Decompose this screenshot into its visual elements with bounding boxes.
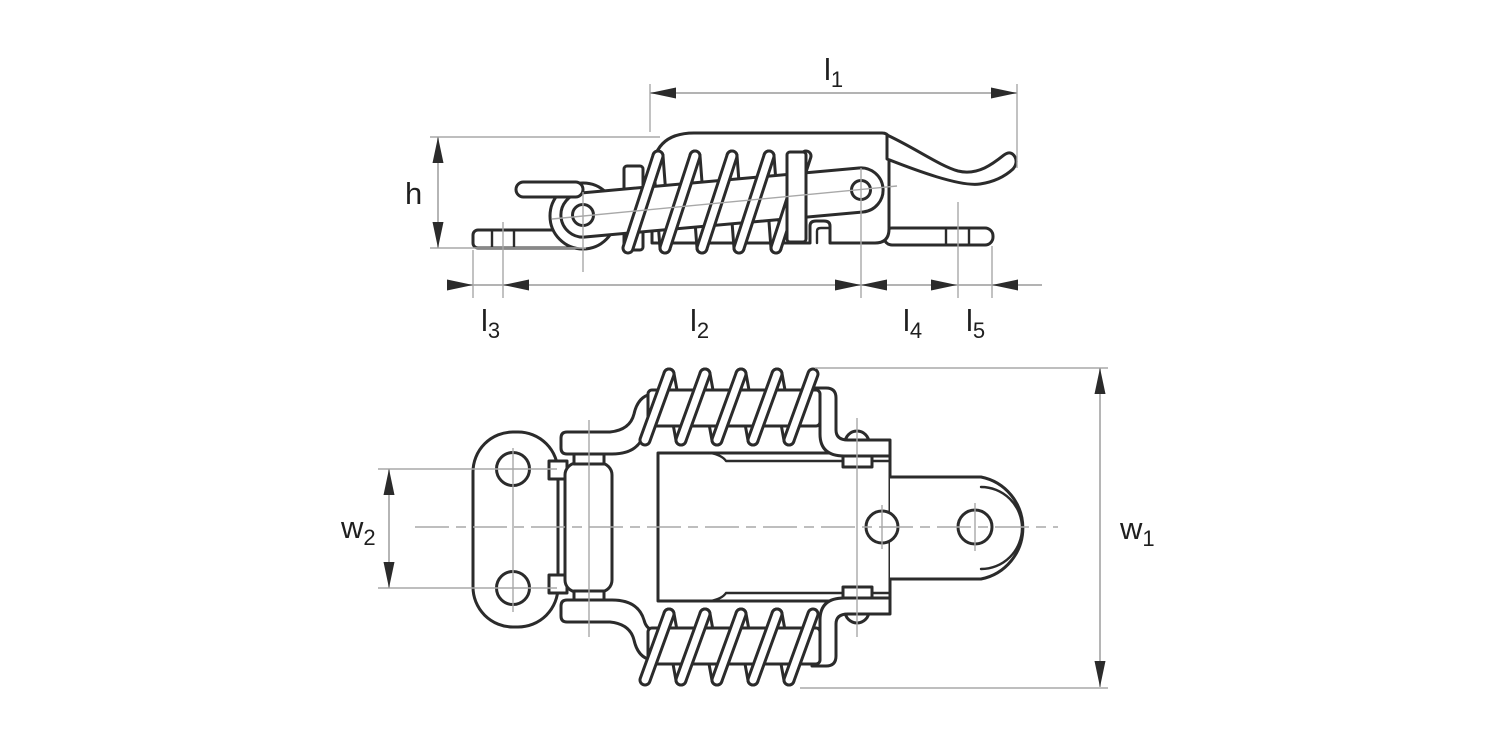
label-l1: l1: [824, 52, 843, 92]
label-l5: l5: [966, 303, 985, 343]
arrow-w2-bottom: [383, 562, 395, 588]
spring-strap-bottom-left: [559, 598, 654, 662]
plan-dimensions: [383, 367, 1108, 689]
plan-spring-front-coils: [638, 367, 820, 687]
spring-end-plate-right: [785, 150, 808, 244]
side-arrowheads: [432, 87, 1018, 291]
claw-arm-bent-lip: [979, 485, 1024, 571]
arrow-w2-top: [383, 469, 395, 495]
catch-hook: [514, 180, 585, 199]
arrow-l2-right: [835, 279, 861, 291]
label-w2: w2: [340, 510, 376, 550]
base-strip-left-hole-edges: [490, 228, 516, 250]
arrow-l1-right: [991, 87, 1017, 99]
arrow-l4-left: [861, 279, 887, 291]
arrow-l3-right: [503, 279, 529, 291]
arrow-w1-top: [1094, 368, 1106, 394]
spring-strap-top-right: [810, 386, 892, 458]
arrow-l4-right: [931, 279, 957, 291]
body-lip-top: [708, 451, 892, 463]
body-notch-tab: [815, 226, 831, 245]
label-l2: l2: [690, 303, 709, 343]
side-extension-lines: [430, 84, 1018, 298]
arrow-l5-right: [992, 279, 1018, 291]
body-lip-bottom: [708, 591, 892, 603]
base-strip-right-hole-edges: [944, 226, 971, 247]
arrow-l3-left: [447, 279, 473, 291]
spring-strap-bottom-right: [810, 596, 892, 668]
plan-view: w2 w1: [340, 367, 1155, 689]
spring-strap-top-left: [559, 392, 654, 456]
label-l4: l4: [903, 303, 922, 343]
arrow-h-top: [432, 137, 444, 163]
base-strip-right: [882, 226, 995, 247]
side-view: l1 h l3 l2 l4 l5: [405, 52, 1042, 343]
arrow-h-bottom: [432, 222, 444, 248]
plan-centerlines: [378, 418, 1058, 637]
mounting-plate: [471, 430, 560, 629]
lever-handle: [885, 133, 1018, 186]
label-w1: w1: [1119, 511, 1155, 551]
label-l3: l3: [481, 303, 500, 343]
label-h: h: [405, 176, 422, 211]
arrow-l1-left: [650, 87, 676, 99]
arm-centerline: [551, 185, 898, 220]
arrow-w1-bottom: [1094, 661, 1106, 687]
